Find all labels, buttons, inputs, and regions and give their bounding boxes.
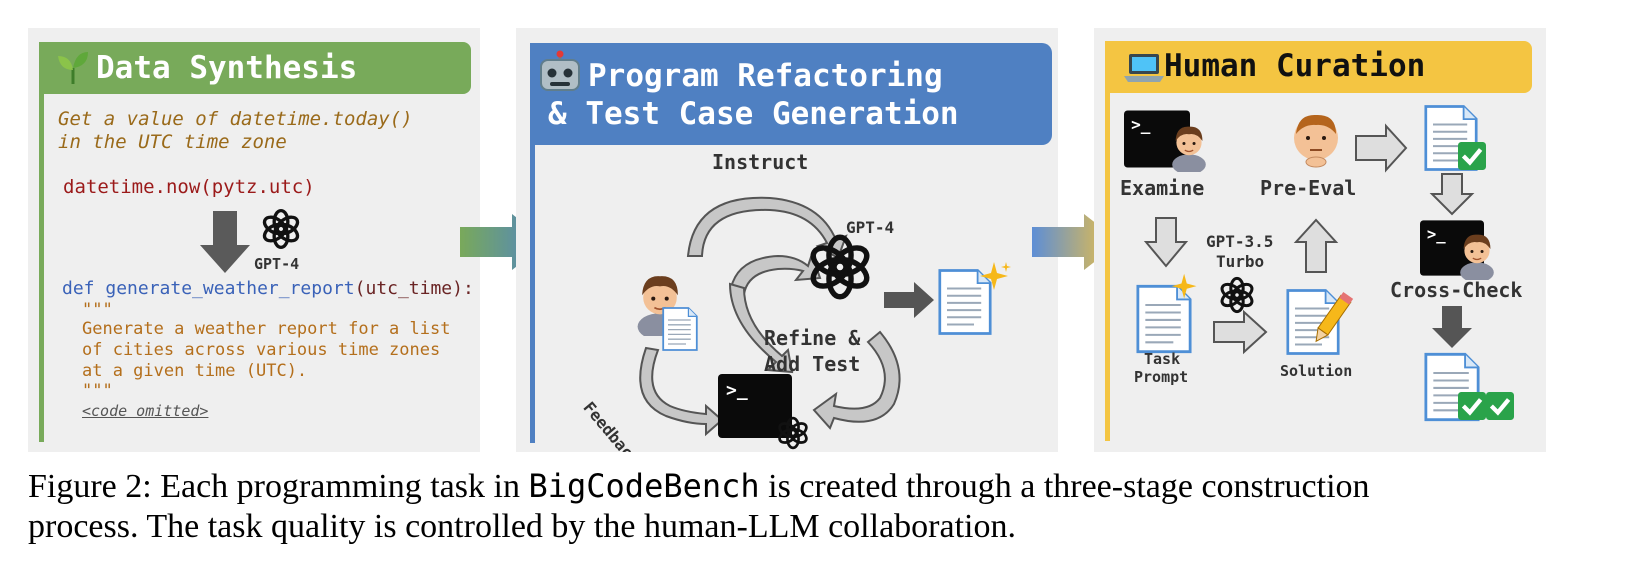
pre-eval-label: Pre-Eval [1260, 176, 1357, 200]
synthesis-title: Data Synthesis [96, 50, 358, 86]
figure-caption: Figure 2: Each programming task in BigCo… [28, 466, 1370, 547]
function-name: generate_weather_report [105, 278, 355, 299]
docstring-close: """ [82, 381, 113, 401]
developer-document-icon [662, 306, 698, 352]
thinking-face-icon [1294, 114, 1338, 168]
refine-arrow-top [729, 250, 822, 296]
synthesis-header [39, 42, 471, 94]
seedling-icon [58, 52, 88, 84]
caption-line-1-end: is created through a three-stage constru… [759, 468, 1370, 505]
refactor-header [530, 43, 1052, 145]
curation-flow-arrows [1143, 123, 1475, 355]
caption-line-1-start: Figure 2: Each programming task in [28, 468, 529, 505]
caption-code-name: BigCodeBench [528, 467, 760, 505]
refactor-title-line-2: & Test Case Generation [548, 96, 959, 132]
curation-header [1105, 41, 1532, 93]
task-prompt-label-line-1: Task [1144, 350, 1181, 368]
cross-check-person-icon [1456, 228, 1498, 280]
instruction-line-1: Get a value of datetime.today() [58, 108, 413, 130]
refine-label-line-1: Refine & [764, 326, 861, 350]
double-check-icon-1 [1458, 392, 1486, 420]
examine-person-icon [1168, 120, 1210, 172]
terminal-gpt-logo-icon [776, 416, 810, 450]
function-args: (utc_time): [354, 278, 474, 299]
caption-line-1: Figure 2: Each programming task in BigCo… [28, 466, 1370, 507]
examine-label: Examine [1120, 176, 1205, 200]
human-curation-panel: Human Curation Examine Pre-Eval GPT-3.5 … [1094, 28, 1546, 452]
refactor-gpt-4-label: GPT-4 [846, 218, 895, 237]
docstring-line-3: at a given time (UTC). [82, 361, 308, 381]
output-arrow [884, 282, 934, 318]
double-check-icon-2 [1486, 392, 1514, 420]
refactor-gpt-4-logo-icon [806, 233, 874, 301]
caption-line-2: process. The task quality is controlled … [28, 508, 1016, 545]
single-check-icon [1458, 142, 1486, 170]
feedback-arrow [639, 346, 724, 437]
pencil-icon [1315, 291, 1354, 343]
curation-title: Human Curation [1164, 48, 1426, 84]
instruct-label: Instruct [712, 150, 809, 174]
refactor-left-bar [530, 43, 535, 443]
instruct-arrow [686, 196, 848, 260]
synthesis-left-bar [39, 42, 44, 442]
prompt-to-solution-arrow [1213, 309, 1268, 355]
task-prompt-label-line-2: Prompt [1134, 368, 1189, 386]
data-synthesis-panel: Data Synthesis Get a value of datetime.t… [28, 28, 480, 452]
refactor-loop-diagram [639, 196, 934, 437]
seed-snippet: datetime.now(pytz.utc) [63, 176, 315, 198]
solution-up-arrow [1293, 218, 1339, 273]
cross-check-down-arrow [1432, 306, 1472, 348]
refactor-title-line-1: Program Refactoring [588, 58, 943, 94]
refine-arrow-middle [728, 282, 794, 374]
gpt-3-5-logo-icon [1218, 276, 1256, 314]
solution-label: Solution [1280, 362, 1353, 380]
gpt-3-5-label-line-1: GPT-3.5 [1206, 232, 1274, 251]
function-signature: def generate_weather_report(utc_time): [62, 278, 474, 299]
task-prompt-sparkle-icon [1171, 273, 1197, 299]
refine-arrow-bottom [812, 330, 901, 430]
laptop-icon [1124, 54, 1164, 82]
refine-label-line-2: Add Test [764, 352, 861, 376]
def-keyword: def [62, 278, 95, 299]
docstring-open: """ [82, 300, 113, 320]
examine-down-arrow [1143, 217, 1189, 268]
gpt-3-5-label-line-2: Turbo [1216, 252, 1265, 271]
robot-icon [540, 50, 580, 91]
gpt-4-label: GPT-4 [254, 255, 300, 273]
docstring-line-2: of cities across various time zones [82, 340, 441, 360]
code-omitted-note: <code omitted> [82, 402, 209, 420]
curation-left-bar [1105, 41, 1110, 441]
pre-eval-right-arrow [1355, 123, 1408, 173]
down-arrow [200, 211, 250, 273]
program-refactoring-panel: Program Refactoring & Test Case Generati… [516, 28, 1058, 452]
docstring-line-1: Generate a weather report for a list [82, 319, 451, 339]
checked-down-arrow [1429, 173, 1475, 216]
gpt-4-logo-icon [260, 208, 302, 250]
cross-check-label: Cross-Check [1390, 278, 1523, 302]
instruction-line-2: in the UTC time zone [58, 131, 287, 153]
sparkles-icon [980, 262, 1011, 290]
